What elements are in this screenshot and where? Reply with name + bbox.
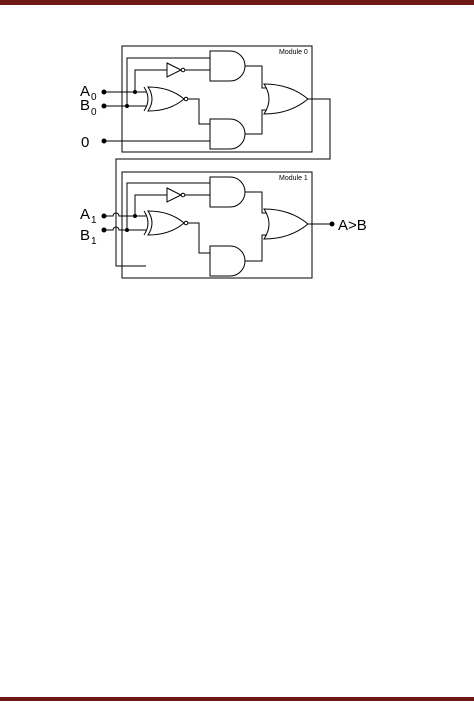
input-b0-letter: B bbox=[80, 97, 90, 114]
and-gate-0-top bbox=[209, 50, 246, 82]
wire-and-top-out-1 bbox=[245, 191, 268, 214]
wire-a1 bbox=[104, 212, 146, 217]
input-b1-letter: B bbox=[80, 227, 90, 244]
xnor-back-curve-1 bbox=[143, 210, 149, 236]
module-0: Module 0 A 0 B 0 0 bbox=[80, 45, 331, 267]
or-gate-0 bbox=[263, 83, 309, 115]
top-rule bbox=[0, 0, 474, 5]
or-gate-1 bbox=[263, 208, 309, 240]
xnor-back-curve-0 bbox=[143, 86, 149, 112]
wire-a0-to-not bbox=[134, 69, 167, 92]
wire-and-top-out-0 bbox=[245, 65, 268, 89]
input-a1-letter: A bbox=[80, 206, 90, 223]
and-gate-1-bottom bbox=[209, 245, 246, 277]
not-gate-0 bbox=[166, 62, 183, 78]
xnor-gate-1 bbox=[147, 210, 185, 236]
input-a1-subscript: 1 bbox=[91, 215, 97, 226]
module-1: Module 1 A 1 B 1 bbox=[80, 171, 367, 279]
wire-and-bot-out-1 bbox=[245, 234, 268, 262]
input-b1-subscript: 1 bbox=[91, 236, 97, 247]
xnor-bubble-1 bbox=[183, 220, 189, 226]
xnor-gate-0 bbox=[147, 86, 185, 112]
output-label: A>B bbox=[338, 217, 367, 234]
not-bubble-0 bbox=[180, 67, 186, 73]
input-a0-letter: A bbox=[80, 83, 90, 100]
module-1-title: Module 1 bbox=[279, 175, 308, 182]
wire-xnor-out-0 bbox=[188, 98, 210, 125]
and-gate-0-bottom bbox=[209, 118, 246, 150]
input-a0-subscript: 0 bbox=[91, 92, 97, 103]
and-gate-1-top bbox=[209, 176, 246, 208]
not-gate-1 bbox=[166, 187, 183, 203]
module-0-title: Module 0 bbox=[279, 49, 308, 56]
not-bubble-1 bbox=[180, 192, 186, 198]
wire-b0-to-and bbox=[126, 57, 210, 106]
wire-and-bot-out-0 bbox=[245, 109, 268, 135]
xnor-bubble-0 bbox=[183, 96, 189, 102]
module-1-box bbox=[121, 171, 313, 279]
input-b0-subscript: 0 bbox=[91, 107, 97, 118]
bottom-rule bbox=[0, 697, 474, 701]
wire-b1 bbox=[104, 226, 146, 231]
wire-carry-0-to-1 bbox=[115, 98, 331, 267]
wire-a1-to-not bbox=[134, 194, 167, 216]
wire-xnor-out-1 bbox=[188, 222, 210, 254]
output-node bbox=[329, 221, 335, 227]
wire-b1-to-and bbox=[126, 182, 210, 230]
input-zero: 0 bbox=[81, 134, 89, 151]
